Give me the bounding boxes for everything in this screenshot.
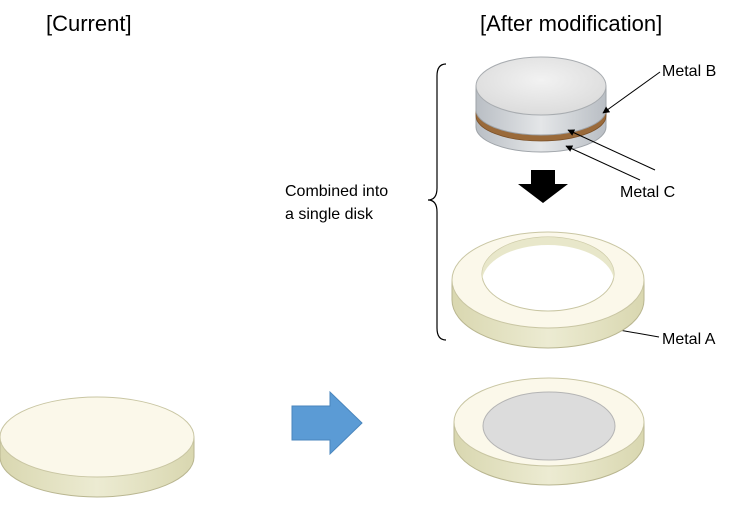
label-metal-a: Metal A	[662, 331, 716, 348]
black-down-arrow-icon	[518, 170, 568, 203]
heading-after: [After modification]	[480, 11, 662, 36]
combined-label-line2: a single disk	[285, 206, 374, 223]
blue-right-arrow-icon	[291, 390, 363, 456]
label-metal-c: Metal C	[620, 184, 675, 201]
metal-bc-disk	[475, 56, 607, 153]
heading-current: [Current]	[46, 11, 132, 36]
current-disk	[0, 396, 195, 498]
combined-disk	[453, 377, 645, 486]
label-metal-b: Metal B	[662, 63, 716, 80]
metal-a-ring	[451, 231, 645, 349]
metal-c-leader-2	[565, 145, 641, 181]
combined-label-line1: Combined into	[285, 183, 388, 200]
metal-c-leader-1	[567, 129, 656, 171]
left-curly-brace-icon	[427, 63, 447, 341]
metal-b-leader	[602, 71, 661, 114]
